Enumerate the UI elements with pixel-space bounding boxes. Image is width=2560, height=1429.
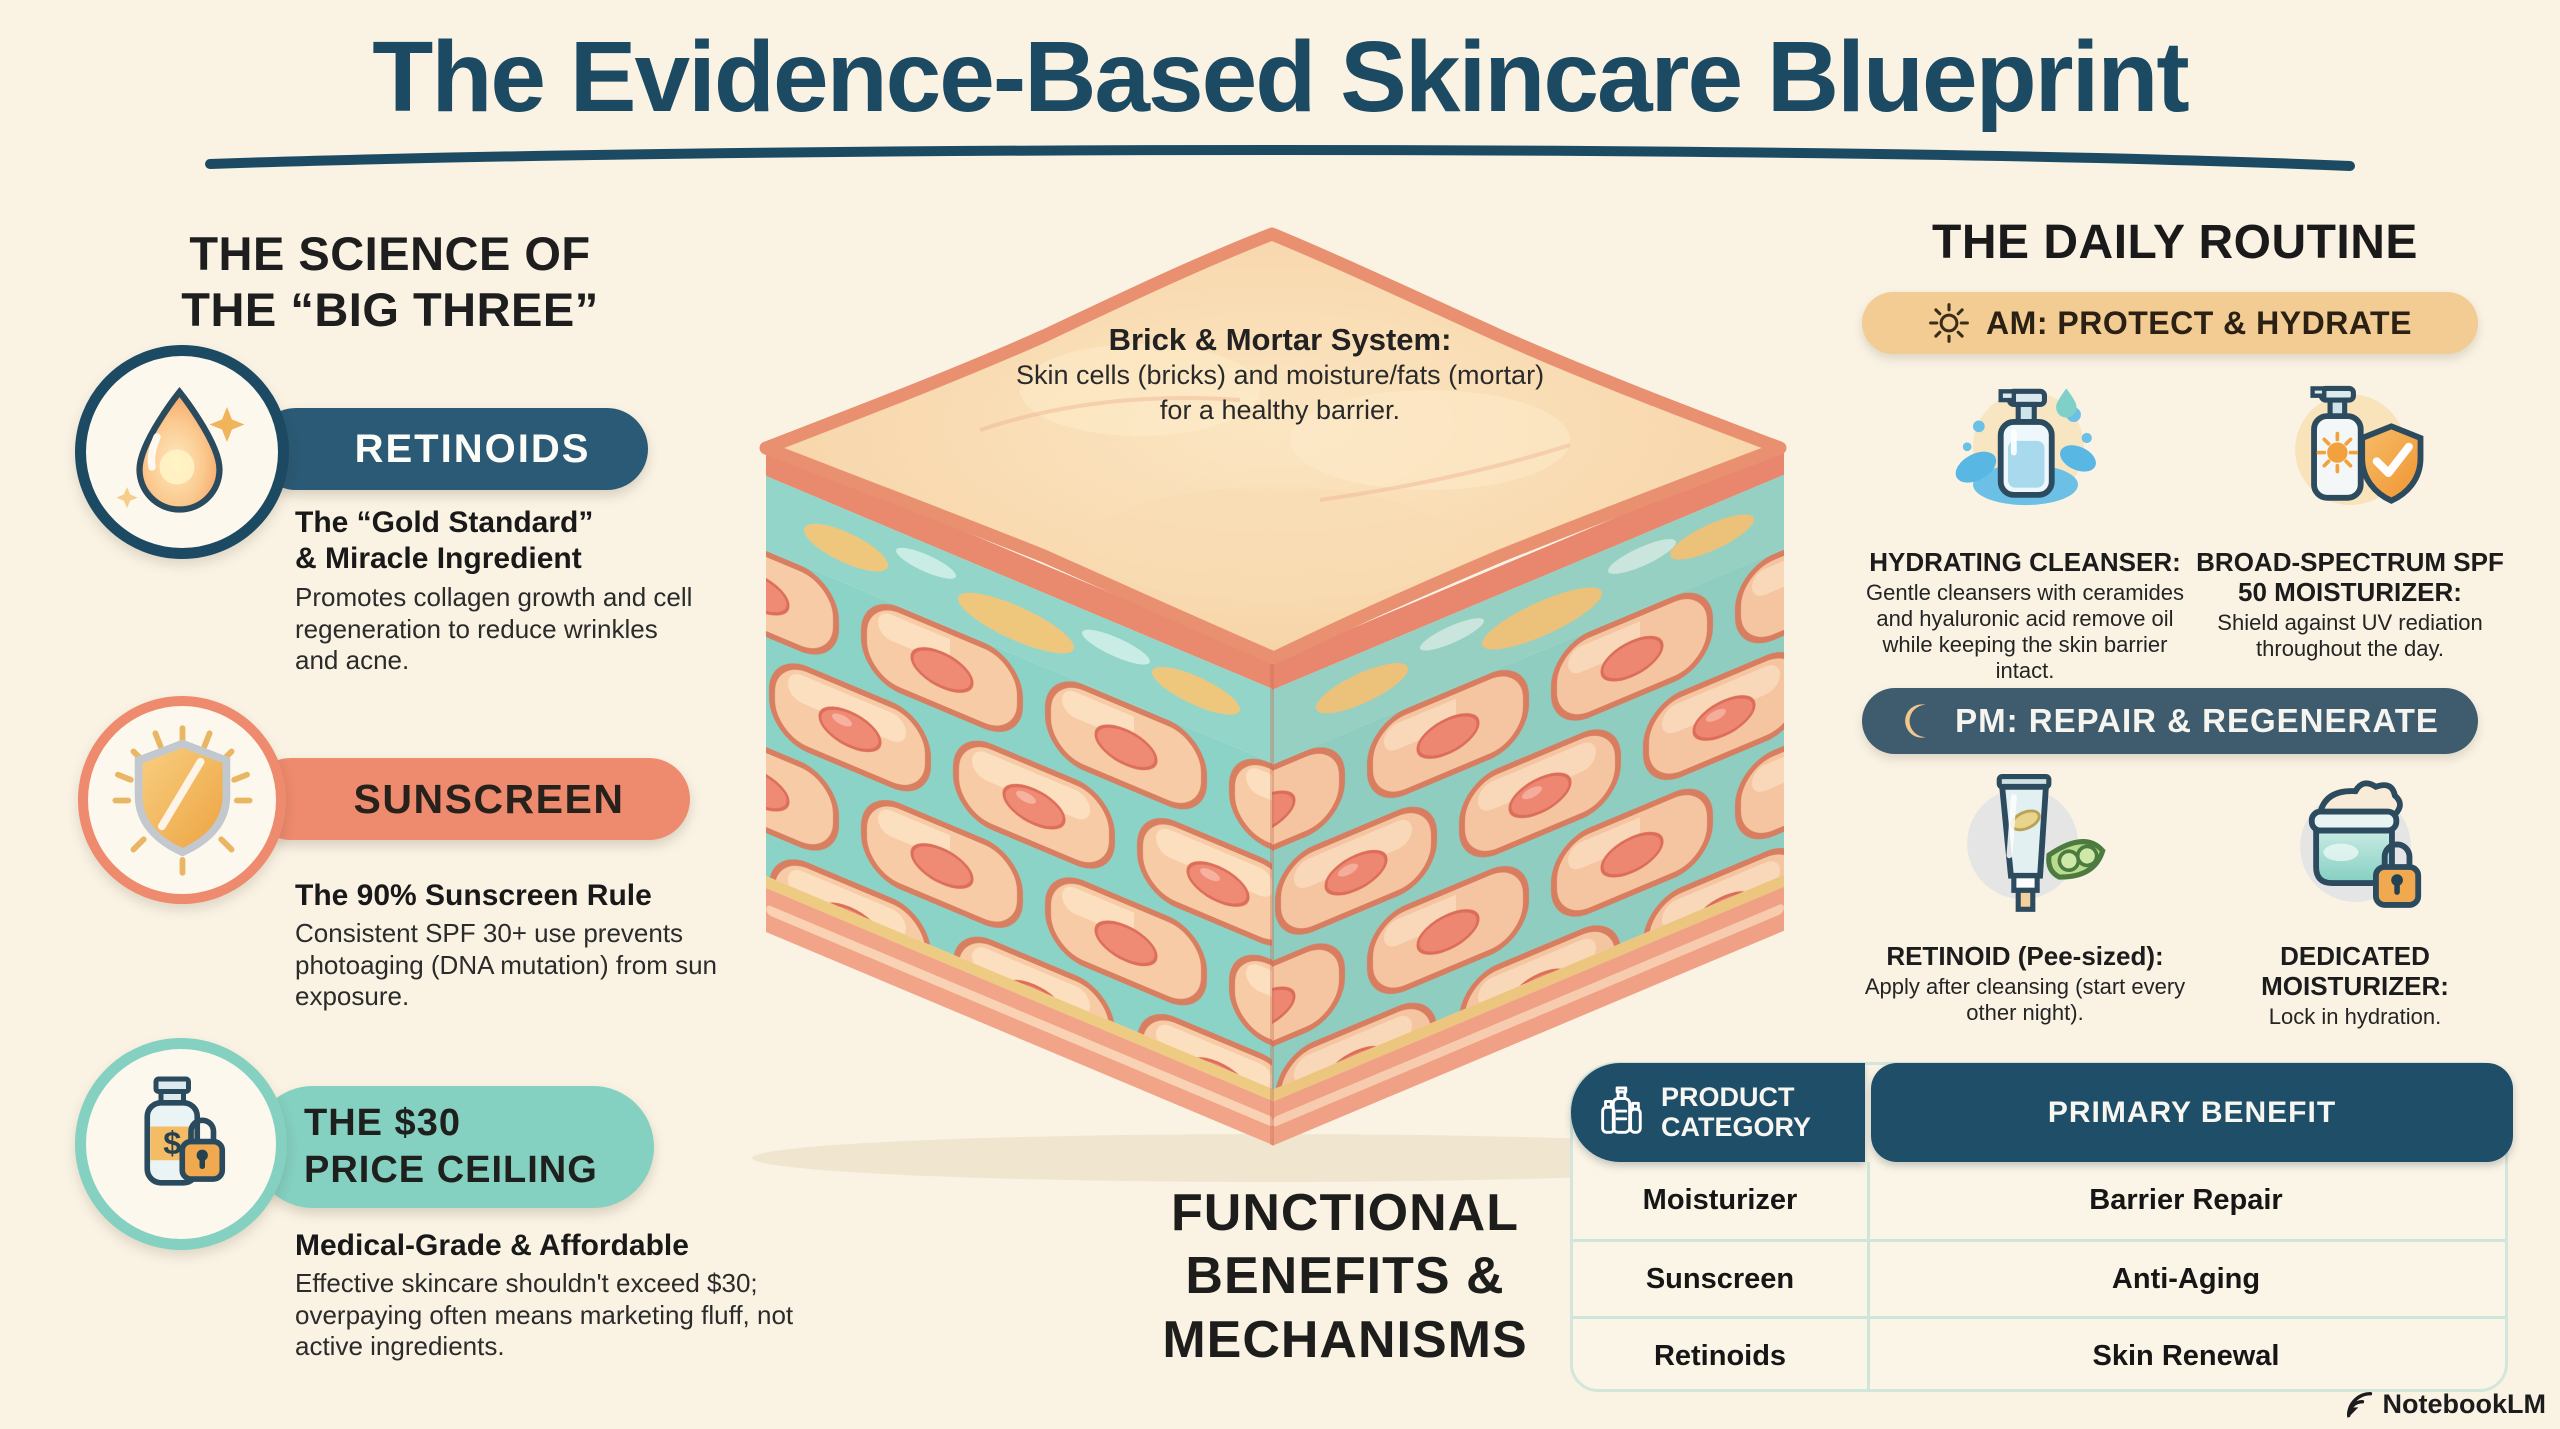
sunscreen-subtitle: The 90% Sunscreen Rule <box>295 879 652 912</box>
pm-banner-label: PM: REPAIR & REGENERATE <box>1955 702 2439 739</box>
callout-title: Brick & Mortar System: <box>1108 322 1452 357</box>
sunscreen-pill-label: SUNSCREEN <box>353 775 625 822</box>
pm-item1-title: RETINOID (Pee-sized): <box>1886 941 2164 971</box>
skin-cross-section-illustration <box>752 227 1792 1182</box>
benefit-table: PRODUCT CATEGORY PRIMARY BENEFIT Moistur… <box>1570 1062 2513 1393</box>
sun-icon <box>1929 303 1969 343</box>
notebooklm-brand: NotebookLM <box>2343 1388 2546 1420</box>
pm-item1-body: Apply after cleansing (start every other… <box>1864 973 2186 1025</box>
pm-item-moisturizer: DEDICATED MOISTURIZER: Lock in hydration… <box>2190 760 2520 1030</box>
am-item1-body: Gentle cleansers with ceramides and hyal… <box>1866 579 2184 683</box>
science-heading: THE SCIENCE OF THE “BIG THREE” <box>70 226 710 339</box>
moisturizer-jar-icon <box>2268 760 2443 938</box>
moon-icon <box>1905 704 1926 738</box>
am-item2-title: BROAD-SPECTRUM SPF 50 MOISTURIZER: <box>2196 547 2504 607</box>
sunscreen-body: Consistent SPF 30+ use prevents photoagi… <box>295 918 717 1012</box>
table-header-product-category: PRODUCT CATEGORY <box>1571 1063 1865 1162</box>
functional-line3: MECHANISMS <box>1162 1310 1528 1369</box>
table-header-col1-line2: CATEGORY <box>1661 1111 1812 1142</box>
brick-mortar-callout: Brick & Mortar System: Skin cells (brick… <box>950 322 1610 428</box>
retinoids-subtitle-line1: The “Gold Standard” <box>295 506 594 539</box>
table-cell-category: Retinoids <box>1653 1339 1787 1372</box>
price-pill-line2: PRICE CEILING <box>304 1149 598 1191</box>
retinoids-subtitle: The “Gold Standard” & Miracle Ingredient <box>295 505 675 577</box>
table-header-col1-line1: PRODUCT <box>1661 1082 1795 1113</box>
price-ceiling-badge: $ <box>75 1038 287 1250</box>
price-pill-line1: THE $30 <box>304 1101 461 1144</box>
pm-banner: PM: REPAIR & REGENERATE <box>1862 688 2478 754</box>
am-item2-body: Shield against UV rediation throughout t… <box>2217 609 2483 661</box>
table-cell-benefit: Skin Renewal <box>2092 1339 2280 1372</box>
retinoids-subtitle-line2: & Miracle Ingredient <box>295 542 582 575</box>
table-cell-category: Sunscreen <box>1645 1262 1795 1295</box>
science-heading-line1: THE SCIENCE OF <box>189 227 591 280</box>
price-ceiling-pill: THE $30 PRICE CEILING <box>252 1086 654 1208</box>
table-cell-benefit: Barrier Repair <box>2089 1184 2283 1216</box>
pm-item2-title: DEDICATED MOISTURIZER: <box>2261 941 2449 1001</box>
callout-line1: Skin cells (bricks) and moisture/fats (m… <box>1015 360 1545 390</box>
callout-line2: for a healthy barrier. <box>1159 395 1401 426</box>
am-banner: AM: PROTECT & HYDRATE <box>1862 292 2478 354</box>
sun-shield-icon <box>111 724 253 876</box>
functional-line1: FUNCTIONAL <box>1171 1184 1519 1242</box>
table-row: Retinoids Skin Renewal <box>1573 1316 2505 1393</box>
price-subtitle: Medical-Grade & Affordable <box>295 1229 689 1262</box>
am-item-cleanser: HYDRATING CLEANSER: Gentle cleansers wit… <box>1860 366 2190 684</box>
product-bottles-icon <box>1601 1085 1642 1134</box>
bottle-lock-icon: $ <box>144 1076 226 1186</box>
hydrating-cleanser-icon <box>1938 366 2113 544</box>
table-row: Sunscreen Anti-Aging <box>1573 1239 2505 1316</box>
table-header-col2-label: PRIMARY BENEFIT <box>2047 1095 2337 1129</box>
functional-benefits-heading: FUNCTIONAL BENEFITS & MECHANISMS <box>1120 1182 1570 1372</box>
retinoids-pill-label: RETINOIDS <box>354 426 591 471</box>
sunscreen-pill: SUNSCREEN <box>250 758 690 840</box>
table-cell-benefit: Anti-Aging <box>2111 1262 2261 1295</box>
am-item-spf-moisturizer: BROAD-SPECTRUM SPF 50 MOISTURIZER: Shiel… <box>2185 366 2515 662</box>
page-title: The Evidence-Based Skincare Blueprint <box>372 21 2190 133</box>
science-heading-line2: THE “BIG THREE” <box>181 283 599 337</box>
functional-line2: BENEFITS & <box>1185 1247 1505 1306</box>
pm-item-retinoid: RETINOID (Pee-sized): Apply after cleans… <box>1860 760 2190 1026</box>
retinoid-tube-icon <box>1938 760 2113 938</box>
svg-text:$: $ <box>163 1125 181 1161</box>
retinoids-body: Promotes collagen growth and cell regene… <box>295 582 693 676</box>
table-column-divider <box>1867 1162 1870 1392</box>
table-cell-category: Moisturizer <box>1642 1184 1798 1216</box>
serum-droplet-icon <box>116 386 245 513</box>
price-body: Effective skincare shouldn't exceed $30;… <box>295 1268 794 1362</box>
notebooklm-icon <box>2346 1392 2372 1419</box>
notebooklm-label: NotebookLM <box>2382 1388 2546 1419</box>
daily-routine-heading: THE DAILY ROUTINE <box>1932 216 2418 269</box>
title-underline <box>205 145 2355 171</box>
am-item1-title: HYDRATING CLEANSER: <box>1869 547 2181 577</box>
retinoids-badge <box>75 345 289 559</box>
spf-moisturizer-icon <box>2263 366 2438 544</box>
am-banner-label: AM: PROTECT & HYDRATE <box>1986 304 2412 341</box>
pm-item2-body: Lock in hydration. <box>2268 1003 2442 1029</box>
table-row: Moisturizer Barrier Repair <box>1573 1162 2505 1239</box>
table-header-primary-benefit: PRIMARY BENEFIT <box>1871 1063 2513 1162</box>
retinoids-pill: RETINOIDS <box>255 408 648 490</box>
sunscreen-badge <box>78 696 286 904</box>
